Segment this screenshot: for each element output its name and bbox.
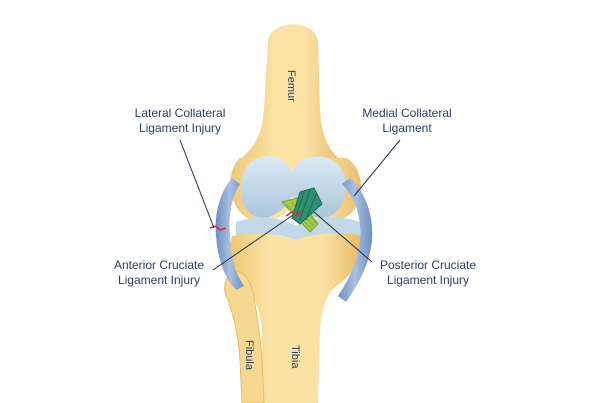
label-lateral-collateral-line2: Ligament Injury xyxy=(138,121,222,135)
leader-line-medial-collateral xyxy=(353,139,401,197)
femur-shaft xyxy=(240,24,340,160)
fibula xyxy=(224,271,265,403)
leader-line-anterior-cruciate xyxy=(212,214,294,271)
femur-label: Femur xyxy=(285,70,297,102)
fibula-label: Fibula xyxy=(243,340,255,371)
leader-line-posterior-cruciate xyxy=(313,211,373,263)
tibia-label: Tibia xyxy=(289,345,301,369)
tibial-cartilage xyxy=(236,217,360,240)
label-lateral-collateral: Lateral Collateral Ligament Injury xyxy=(120,106,240,136)
label-medial-collateral-line2: Ligament xyxy=(382,121,432,135)
label-anterior-cruciate: Anterior Cruciate Ligament Injury xyxy=(104,258,214,288)
label-anterior-cruciate-line2: Ligament Injury xyxy=(117,273,201,287)
label-medial-collateral-line1: Medial Collateral xyxy=(362,106,452,120)
label-lateral-collateral-line1: Lateral Collateral xyxy=(134,106,226,120)
label-posterior-cruciate-line1: Posterior Cruciate xyxy=(379,258,477,272)
lcl-injury-mark xyxy=(209,225,227,231)
lateral-collateral-ligament xyxy=(215,178,244,290)
label-posterior-cruciate: Posterior Cruciate Ligament Injury xyxy=(370,258,486,288)
medial-collateral-ligament xyxy=(338,178,373,302)
label-medial-collateral: Medial Collateral Ligament xyxy=(352,106,462,136)
pcl-fibers xyxy=(295,189,317,221)
label-posterior-cruciate-line2: Ligament Injury xyxy=(386,273,470,287)
acl-injury-mark xyxy=(285,210,303,218)
label-anterior-cruciate-line1: Anterior Cruciate xyxy=(113,258,205,272)
leader-line-lateral-collateral xyxy=(179,139,215,229)
